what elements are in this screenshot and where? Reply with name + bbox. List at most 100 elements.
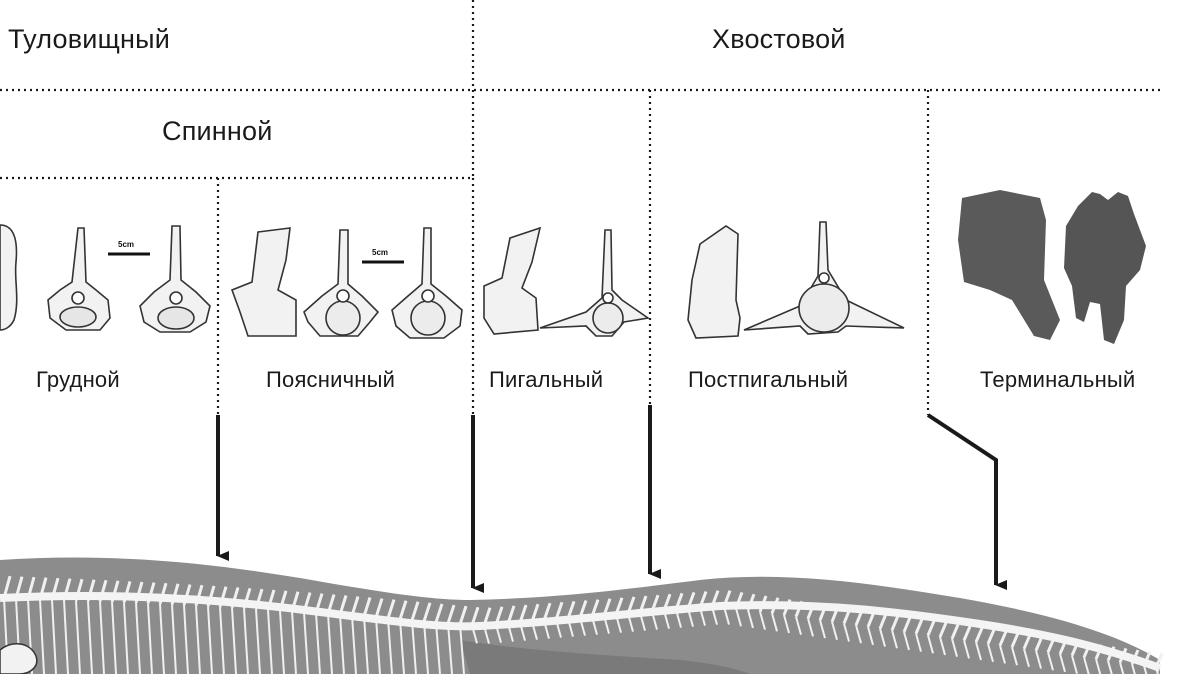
rib: [351, 615, 357, 674]
vertebra-chevron: [759, 611, 766, 630]
vertebra-chevron: [915, 633, 922, 652]
label-dorsal: Спинной: [162, 116, 273, 146]
rib: [159, 603, 165, 674]
skeleton: [0, 557, 1164, 674]
vertebra-chevron: [1107, 660, 1113, 674]
rib: [111, 601, 117, 674]
label-trunk: Туловищный: [8, 24, 170, 54]
lumbar-vertebra-anterior: [303, 229, 380, 337]
label-caudal: Хвостовой: [712, 24, 846, 54]
pygal-vertebra-lateral: [483, 226, 542, 335]
terminal-fossil-anterior: [1064, 192, 1146, 344]
terminal-fossil-lateral: [958, 190, 1060, 340]
rib: [195, 605, 201, 674]
rib: [75, 600, 81, 674]
vertebra-chevron: [855, 624, 862, 644]
division-lines: [0, 0, 1160, 415]
vertebra-chevron: [747, 609, 754, 629]
vertebra-chevron: [1083, 657, 1090, 674]
rib: [267, 609, 273, 674]
rib: [399, 619, 405, 674]
rib: [207, 606, 213, 674]
vertebra-chevron: [1011, 646, 1018, 666]
vertebra-spine-process: [398, 600, 408, 620]
rib: [339, 614, 345, 674]
rib: [363, 616, 369, 674]
vertebra-chevron: [1047, 651, 1054, 671]
rib: [447, 623, 453, 674]
vertebra-chevron: [795, 616, 802, 635]
vertebra-spine-process: [890, 615, 900, 631]
rib: [255, 608, 261, 674]
rib: [135, 602, 141, 674]
scale-bars: [108, 252, 404, 264]
vertebra-chevron: [1119, 662, 1125, 674]
vertebra-chevron: [735, 607, 742, 627]
vertebra-chevron: [975, 641, 982, 661]
vertebra-spine-process: [1022, 634, 1032, 650]
pygal-vertebra-anterior: [539, 229, 651, 337]
vertebra-chevron: [999, 645, 1006, 664]
lumbar-vertebra-posterior: [391, 227, 463, 339]
label-thoracic: Грудной: [36, 367, 120, 392]
rib: [99, 601, 105, 674]
vertebra-chevron: [831, 621, 838, 641]
rib: [123, 602, 129, 674]
vertebra-chevron: [1035, 650, 1042, 669]
vertebra-chevron: [1131, 663, 1136, 674]
label-pygal: Пигальный: [489, 367, 604, 392]
vertebra-chevron: [939, 636, 946, 656]
vertebra-chevron: [963, 640, 970, 659]
postpygal-vertebra-lateral: [687, 225, 741, 339]
vertebra-spine-process: [986, 629, 996, 645]
vertebra-chevron: [807, 618, 814, 637]
label-lumbar: Поясничный: [266, 367, 396, 392]
rib: [219, 606, 225, 674]
vertebra-spine-process: [914, 618, 924, 635]
scale-label-left: 5cm: [118, 240, 135, 249]
vertebra-spine-process: [434, 603, 444, 623]
vertebra-chevron: [987, 643, 994, 663]
vertebra-spine-process: [458, 605, 468, 625]
vertebra-chevron: [903, 631, 910, 651]
vertebra-illustrations: [0, 221, 905, 339]
rib: [231, 607, 237, 674]
vertebra-spine-process: [1034, 635, 1044, 652]
vertebra-chevron: [1023, 648, 1030, 668]
vertebra-chevron: [819, 619, 826, 639]
rib: [375, 617, 381, 674]
rib: [315, 612, 321, 674]
thoracic-vertebra-lateral-partial: [0, 224, 18, 331]
arrow-postpygal-terminal: [926, 413, 1007, 590]
rib: [303, 612, 309, 674]
scale-label-right: 5cm: [372, 248, 389, 257]
vertebra-spine-process: [446, 604, 456, 624]
rib: [171, 604, 177, 674]
label-terminal: Терминальный: [980, 367, 1136, 392]
rib: [327, 613, 333, 674]
vertebra-chevron: [951, 638, 958, 657]
rib: [87, 600, 93, 674]
vertebra-spine-process: [422, 602, 432, 622]
vertebra-chevron: [1059, 653, 1066, 673]
arrows: [216, 405, 1007, 593]
label-postpygal: Постпигальный: [688, 367, 849, 392]
vertebra-spine-process: [866, 611, 876, 628]
rib: [183, 604, 189, 674]
vertebra-spine-process: [926, 620, 936, 636]
rib: [423, 621, 429, 674]
vertebra-spine-process: [362, 597, 372, 617]
rib: [243, 608, 249, 674]
vertebra-chevron: [1143, 665, 1148, 674]
vertebra-spine-process: [950, 624, 960, 640]
vertebra-chevron: [843, 623, 850, 642]
spine-line: [0, 591, 1162, 672]
skull-fragment: [0, 643, 38, 674]
vertebra-spine-process: [962, 625, 972, 641]
vertebra-spine-process: [902, 616, 912, 633]
thoracic-vertebra-posterior: [139, 225, 211, 333]
vertebra-spine-process: [1010, 632, 1020, 648]
vertebra-spine-process: [410, 601, 420, 621]
